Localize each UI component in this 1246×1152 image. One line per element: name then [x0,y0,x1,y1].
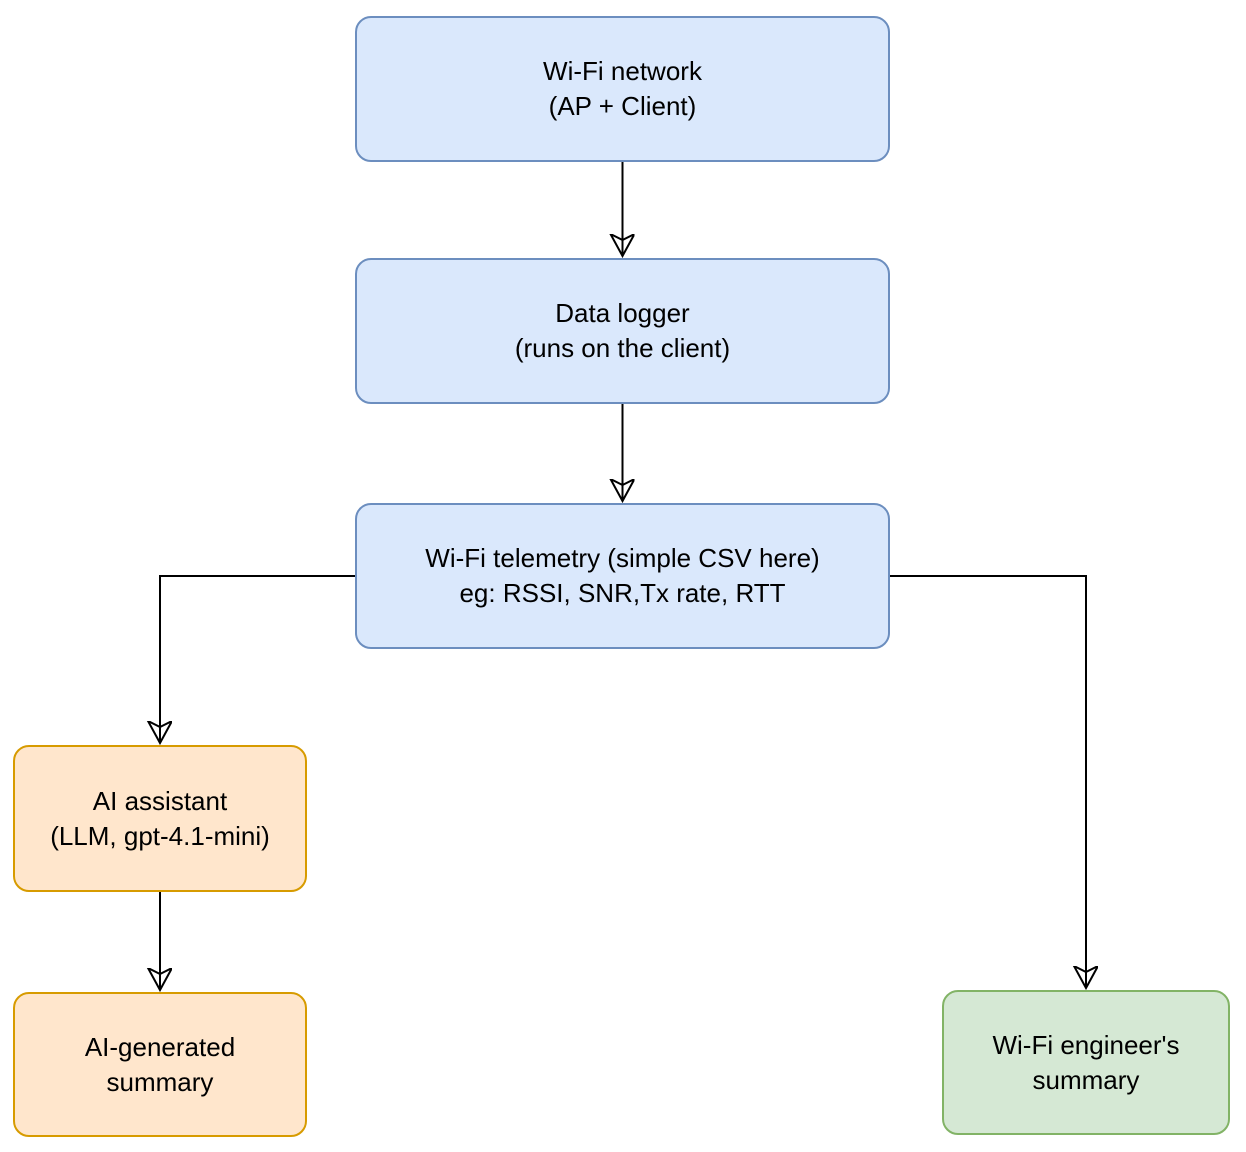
node-engineer-summary-label: Wi-Fi engineer's summary [992,1028,1179,1098]
node-engineer-summary: Wi-Fi engineer's summary [942,990,1230,1135]
node-ai-assistant-label: AI assistant (LLM, gpt-4.1-mini) [50,784,270,854]
node-telemetry-line1: Wi-Fi telemetry (simple CSV here) [425,543,820,573]
node-engineer-summary-line1: Wi-Fi engineer's [992,1029,1180,1060]
node-ai-assistant-line2: (LLM, gpt-4.1-mini) [50,820,270,851]
node-ai-summary-line2: summary [106,1066,214,1097]
edge-telemetry-to-ai-assistant [160,575,355,743]
node-ai-assistant-line1: AI assistant [92,785,228,816]
node-telemetry-line2: eg: RSSI, SNR,Tx rate, RTT [459,578,786,608]
node-telemetry: Wi-Fi telemetry (simple CSV here) eg: RS… [355,503,890,649]
node-data-logger-line1: Data logger [555,298,690,328]
node-ai-summary: AI-generated summary [13,992,307,1137]
edge-telemetry-to-engineer-summary [890,575,1086,988]
node-ai-assistant: AI assistant (LLM, gpt-4.1-mini) [13,745,307,892]
node-data-logger: Data logger (runs on the client) [355,258,890,404]
node-wifi-network-label: Wi-Fi network (AP + Client) [543,54,702,124]
node-wifi-network-line1: Wi-Fi network [543,56,702,86]
node-ai-summary-line1: AI-generated [84,1031,236,1062]
node-ai-summary-label: AI-generated summary [85,1030,235,1100]
node-engineer-summary-line2: summary [1032,1064,1140,1095]
node-wifi-network: Wi-Fi network (AP + Client) [355,16,890,162]
node-wifi-network-line2: (AP + Client) [548,91,697,121]
node-data-logger-label: Data logger (runs on the client) [515,296,730,366]
node-data-logger-line2: (runs on the client) [514,333,731,363]
node-telemetry-label: Wi-Fi telemetry (simple CSV here) eg: RS… [425,541,819,611]
